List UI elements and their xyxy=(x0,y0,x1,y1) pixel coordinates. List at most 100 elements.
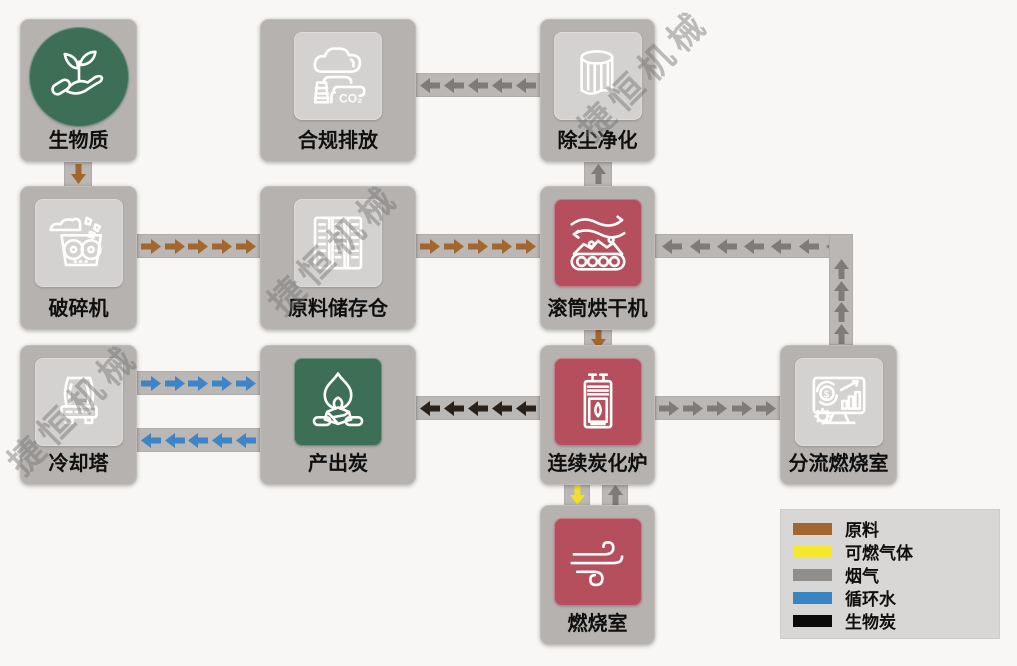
node-label: 分流燃烧室 xyxy=(788,453,889,475)
crusher-icon xyxy=(34,199,123,287)
legend-label: 循环水 xyxy=(845,590,896,609)
node-charcoal: 产出炭 xyxy=(260,345,416,485)
legend-label: 可燃气体 xyxy=(845,544,913,563)
storage-icon xyxy=(294,199,382,287)
flow-arrow-left-icon xyxy=(212,432,233,448)
emission-icon: CO₂ xyxy=(294,32,382,120)
flow-arrow-up-icon xyxy=(833,302,849,323)
flow-arrow-left-icon xyxy=(140,432,161,448)
legend-item-combustible-gas: 可燃气体 xyxy=(793,540,1000,563)
legend-item-biochar: 生物炭 xyxy=(793,609,1000,632)
pipe-crusher-to-storage xyxy=(137,234,260,258)
flow-arrow-left-icon xyxy=(164,432,185,448)
flow-arrow-right-icon xyxy=(492,238,512,254)
flow-arrow-left-icon xyxy=(744,238,764,254)
flow-arrow-left-icon xyxy=(188,432,209,448)
pipe-split-to-dryer-vertical xyxy=(829,234,853,345)
pipe-dust-removal-to-emission xyxy=(416,73,540,97)
flow-arrow-down-icon xyxy=(70,164,86,184)
node-label: 燃烧室 xyxy=(567,613,628,635)
pipe-carbonizer-to-combustion xyxy=(564,483,590,506)
legend-label: 烟气 xyxy=(845,567,879,586)
node-label: 合规排放 xyxy=(298,130,378,152)
flow-arrow-left-icon xyxy=(444,400,464,416)
legend-color-flue-gas xyxy=(793,568,832,581)
pipe-carbonizer-to-charcoal xyxy=(416,396,540,420)
flow-arrow-right-icon xyxy=(140,238,161,254)
flow-arrow-right-icon xyxy=(236,238,257,254)
node-label: 产出炭 xyxy=(308,453,368,475)
flow-arrow-right-icon xyxy=(188,375,209,391)
flow-arrow-right-icon xyxy=(444,238,464,254)
flow-arrow-right-icon xyxy=(683,400,704,416)
flow-arrow-left-icon xyxy=(516,77,536,93)
svg-text:CO₂: CO₂ xyxy=(339,91,362,105)
flow-arrow-left-icon xyxy=(468,77,488,93)
flow-arrow-left-icon xyxy=(716,238,737,254)
node-cooling-tower: 冷却塔 xyxy=(20,345,137,485)
flow-arrow-left-icon xyxy=(420,77,440,93)
node-label: 破碎机 xyxy=(48,298,109,320)
flow-arrow-up-icon xyxy=(833,259,849,280)
flow-arrow-up-icon xyxy=(833,280,849,301)
biomass-icon xyxy=(28,27,129,127)
node-storage: 原料储存仓 xyxy=(260,186,416,330)
node-combustion: 燃烧室 xyxy=(540,505,655,645)
flow-arrow-up-icon xyxy=(833,323,849,344)
flow-arrow-left-icon xyxy=(662,238,683,254)
flow-arrow-left-icon xyxy=(420,400,440,416)
flow-arrow-right-icon xyxy=(731,400,752,416)
flow-arrow-left-icon xyxy=(798,238,819,254)
pipe-storage-to-dryer xyxy=(416,234,540,258)
legend-color-combustible-gas xyxy=(793,545,832,558)
flow-arrow-right-icon xyxy=(755,400,776,416)
flow-arrow-left-icon xyxy=(492,400,512,416)
node-label: 连续炭化炉 xyxy=(547,453,648,475)
flow-arrow-right-icon xyxy=(236,375,257,391)
legend-color-raw-material xyxy=(793,522,832,535)
pipe-biomass-to-crusher xyxy=(64,161,92,187)
legend-color-biochar xyxy=(793,614,832,627)
dryer-icon xyxy=(553,199,642,287)
node-carbonizer: 连续炭化炉 xyxy=(540,345,655,485)
flow-arrow-right-icon xyxy=(164,238,185,254)
flow-arrow-left-icon xyxy=(236,432,257,448)
legend-label: 生物炭 xyxy=(845,613,896,632)
svg-text:$: $ xyxy=(823,390,829,401)
flow-arrow-right-icon xyxy=(164,375,185,391)
split-chamber-icon: $ xyxy=(794,358,883,446)
flow-arrow-left-icon xyxy=(444,77,464,93)
node-split-chamber: $ 分流燃烧室 xyxy=(780,345,897,485)
pipe-carbonizer-to-split xyxy=(655,396,780,420)
legend-color-circulating-water xyxy=(793,591,832,604)
legend-item-raw-material: 原料 xyxy=(793,517,1000,540)
flow-arrow-left-icon xyxy=(468,400,488,416)
flow-arrow-right-icon xyxy=(212,375,233,391)
flow-arrow-left-icon xyxy=(689,238,710,254)
node-dust-removal: 除尘净化 xyxy=(540,19,655,162)
pipe-dryer-to-carbonizer xyxy=(584,329,612,349)
combustion-icon xyxy=(553,518,642,606)
cooling-tower-icon xyxy=(34,358,123,446)
node-crusher: 破碎机 xyxy=(20,186,137,330)
node-biomass: 生物质 xyxy=(20,19,137,162)
flow-arrow-left-icon xyxy=(516,400,536,416)
flow-arrow-right-icon xyxy=(468,238,488,254)
flow-arrow-right-icon xyxy=(707,400,728,416)
pipe-cooling-to-charcoal xyxy=(137,371,260,395)
flow-arrow-left-icon xyxy=(492,77,512,93)
legend-item-flue-gas: 烟气 xyxy=(793,563,1000,586)
carbonizer-icon xyxy=(553,358,642,446)
flow-arrow-up-icon xyxy=(607,484,623,505)
pipe-combustion-to-carbonizer xyxy=(602,483,628,506)
node-label: 滚筒烘干机 xyxy=(547,298,648,320)
node-dryer: 滚筒烘干机 xyxy=(540,186,655,330)
flow-arrow-right-icon xyxy=(188,238,209,254)
node-label: 生物质 xyxy=(48,130,109,152)
pipe-split-to-dryer-horizontal xyxy=(655,234,853,258)
node-emission: CO₂ 合规排放 xyxy=(260,19,416,162)
pipe-charcoal-to-cooling xyxy=(137,428,260,452)
dust-removal-icon xyxy=(553,32,642,120)
charcoal-icon xyxy=(294,358,382,446)
